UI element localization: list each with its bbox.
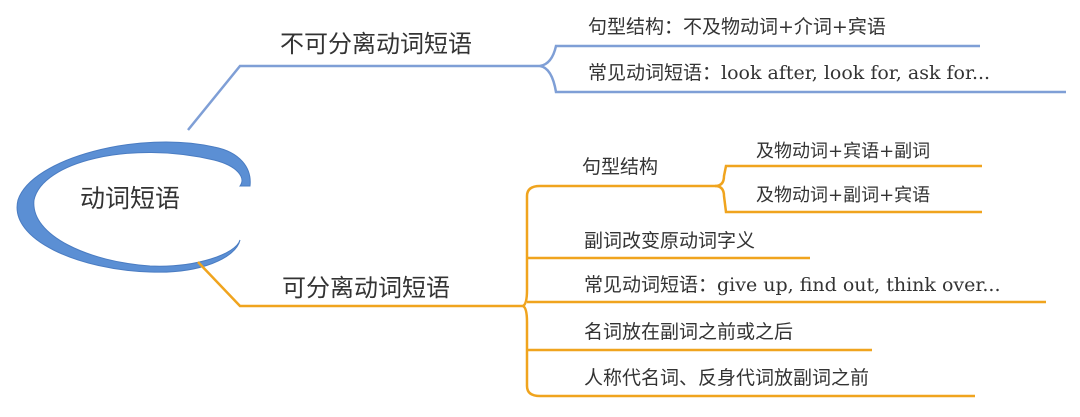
branch-non-separable-lines <box>187 44 1066 131</box>
leaf-non-separable-structure[interactable]: 句型结构：不及物动词+介词+宾语 <box>588 16 886 38</box>
connector-root-to-branch-2 <box>197 261 523 308</box>
leaf-separable-structure[interactable]: 句型结构 <box>582 156 659 178</box>
connector-structure-sub-2 <box>714 184 982 214</box>
leaf-pronoun-position[interactable]: 人称代名词、反身代词放副词之前 <box>584 367 870 389</box>
leaf-non-separable-common-phrases[interactable]: 常见动词短语：look after, look for, ask for... <box>588 62 991 84</box>
leaf-noun-position[interactable]: 名词放在副词之前或之后 <box>584 321 794 343</box>
branch-non-separable-label[interactable]: 不可分离动词短语 <box>280 30 472 58</box>
connector-branch-1-child-2 <box>539 64 1066 94</box>
sub-structure-verb-adverb-object[interactable]: 及物动词+副词+宾语 <box>756 185 931 206</box>
branch-separable-lines <box>197 164 1046 398</box>
sub-structure-verb-object-adverb[interactable]: 及物动词+宾语+副词 <box>756 141 931 162</box>
leaf-adverb-changes-meaning[interactable]: 副词改变原动词字义 <box>584 230 756 252</box>
connector-branch-2-spine <box>522 184 715 308</box>
connector-root-to-branch-1 <box>187 64 540 131</box>
connector-branch-2-spine-lower <box>522 304 975 398</box>
branch-separable-label[interactable]: 可分离动词短语 <box>282 274 450 302</box>
root-node-ring[interactable] <box>16 141 251 273</box>
root-node-label[interactable]: 动词短语 <box>80 184 181 213</box>
connector-structure-sub-1 <box>714 164 982 188</box>
leaf-separable-common-phrases[interactable]: 常见动词短语：give up, find out, think over... <box>584 274 1001 296</box>
